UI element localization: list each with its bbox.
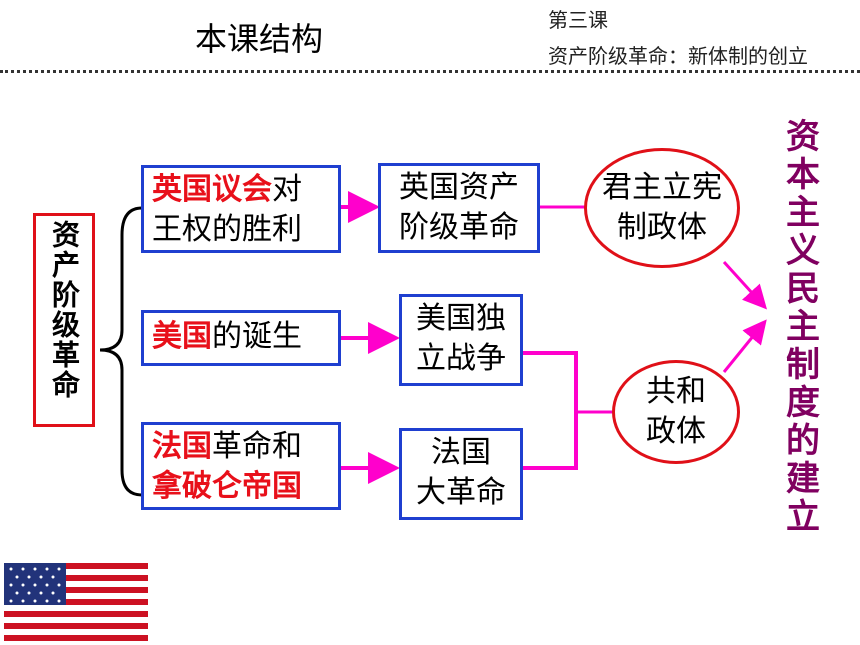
revolution-line1: 美国独 — [416, 301, 506, 336]
root-box: 资产阶级革命 — [33, 213, 95, 427]
lesson-title: 资产阶级革命：新体制的创立 — [548, 44, 808, 68]
event-highlight: 美国 — [152, 319, 212, 354]
system-line2: 制政体 — [617, 210, 707, 245]
revolution-line2: 大革命 — [416, 475, 506, 510]
event-box-france: 法国革命和 拿破仑帝国 — [141, 422, 341, 510]
arrow-monarchy-result — [722, 260, 768, 310]
line-america-merge — [522, 351, 578, 412]
us-flag-icon — [4, 563, 148, 641]
revolution-box-england: 英国资产 阶级革命 — [378, 163, 540, 253]
revolution-line2: 立战争 — [416, 341, 506, 376]
revolution-line1: 法国 — [431, 435, 491, 470]
arrow-republic-result — [722, 319, 767, 373]
system-line1: 君主立宪 — [602, 170, 722, 205]
revolution-box-america: 美国独 立战争 — [399, 294, 523, 386]
event-text: 的诞生 — [212, 319, 302, 354]
system-line2: 政体 — [646, 414, 706, 449]
header-divider — [0, 70, 860, 73]
event-text-line2: 王权的胜利 — [152, 212, 302, 247]
event-highlight: 英国议会 — [152, 172, 272, 207]
line-france-merge — [522, 412, 578, 470]
lesson-caption: 第三课 资产阶级革命：新体制的创立 — [548, 2, 808, 74]
event-highlight-line2: 拿破仑帝国 — [152, 469, 302, 504]
event-text: 对 — [272, 172, 302, 207]
brace-bracket — [99, 206, 143, 497]
system-ellipse-republic: 共和 政体 — [612, 360, 740, 464]
system-line1: 共和 — [646, 374, 706, 409]
event-box-america: 美国的诞生 — [141, 310, 341, 366]
page-title: 本课结构 — [195, 20, 324, 58]
lesson-number: 第三课 — [548, 8, 608, 32]
event-box-england: 英国议会对 王权的胜利 — [141, 165, 341, 253]
event-highlight: 法国 — [152, 429, 212, 464]
event-text: 革命和 — [212, 429, 302, 464]
revolution-box-france: 法国 大革命 — [399, 428, 523, 520]
revolution-line1: 英国资产 — [399, 170, 519, 205]
revolution-line2: 阶级革命 — [399, 210, 519, 245]
root-label: 资产阶级革命 — [48, 220, 81, 400]
system-ellipse-monarchy: 君主立宪 制政体 — [584, 148, 740, 268]
result-label: 资本主义民主制度的建立 — [786, 117, 820, 537]
